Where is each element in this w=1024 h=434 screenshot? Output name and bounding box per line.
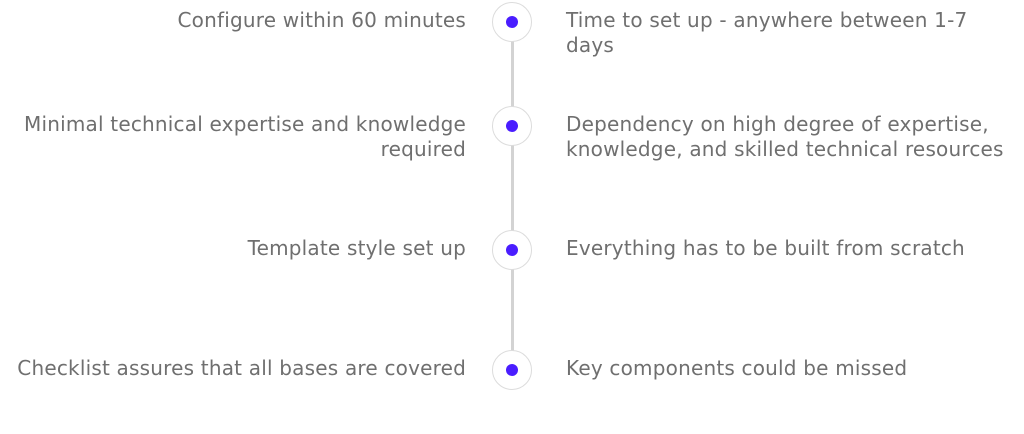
left-item-text: Checklist assures that all bases are cov…: [17, 356, 466, 380]
left-item-text: Minimal technical expertise and knowledg…: [24, 112, 466, 161]
right-item-text: Everything has to be built from scratch: [566, 236, 965, 260]
dot-icon: [506, 120, 518, 132]
timeline-row: Configure within 60 minutes Time to set …: [0, 2, 1024, 86]
dot-icon: [506, 16, 518, 28]
timeline-row: Minimal technical expertise and knowledg…: [0, 106, 1024, 190]
timeline-vertical-line: [510, 22, 514, 370]
timeline-row: Checklist assures that all bases are cov…: [0, 350, 1024, 434]
left-item-text: Configure within 60 minutes: [177, 8, 466, 32]
comparison-timeline: Configure within 60 minutes Time to set …: [0, 2, 1024, 390]
right-item-text: Time to set up - anywhere between 1-7 da…: [566, 8, 968, 57]
timeline-node: [492, 106, 532, 146]
timeline-node: [492, 350, 532, 390]
right-item-text: Dependency on high degree of expertise, …: [566, 112, 1004, 161]
dot-icon: [506, 364, 518, 376]
timeline-row: Template style set up Everything has to …: [0, 230, 1024, 314]
dot-icon: [506, 244, 518, 256]
timeline-node: [492, 230, 532, 270]
left-item-text: Template style set up: [247, 236, 466, 260]
timeline-node: [492, 2, 532, 42]
right-item-text: Key components could be missed: [566, 356, 908, 380]
